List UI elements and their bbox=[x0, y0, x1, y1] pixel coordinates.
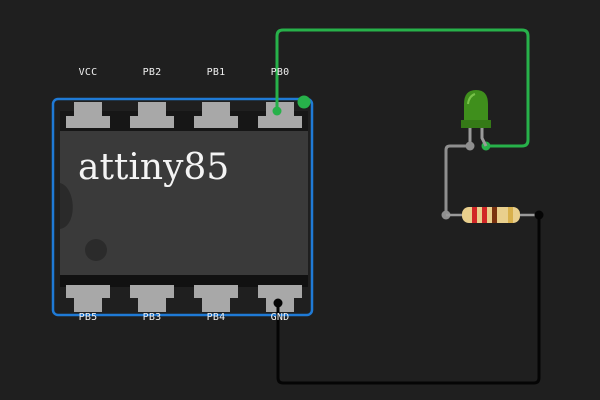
wire-led-to-resistor[interactable] bbox=[444, 144, 470, 215]
pin-pb2[interactable] bbox=[130, 102, 174, 128]
pin-label-pb1: PB1 bbox=[206, 67, 226, 78]
resistor-band-1 bbox=[472, 207, 477, 223]
resistor-band-2 bbox=[482, 207, 487, 223]
pin-label-vcc: VCC bbox=[78, 67, 98, 78]
led-highlight bbox=[467, 93, 476, 105]
chip-top-edge bbox=[60, 111, 308, 131]
pin-pb0[interactable] bbox=[258, 102, 302, 128]
pin-pb1[interactable] bbox=[194, 102, 238, 128]
led-anode-leg bbox=[480, 128, 488, 147]
chip-name-label: attiny85 bbox=[78, 147, 230, 188]
green-led[interactable] bbox=[461, 90, 491, 147]
pin-label-pb2: PB2 bbox=[142, 67, 162, 78]
chip-notch bbox=[60, 183, 73, 229]
wire-endpoint-resistor-right[interactable] bbox=[534, 210, 544, 220]
pin-label-pb3: PB3 bbox=[142, 312, 162, 323]
wire-resistor-to-gnd[interactable] bbox=[276, 215, 541, 385]
pin-pb4[interactable] bbox=[194, 285, 238, 312]
wire-endpoint-gnd[interactable] bbox=[273, 298, 283, 308]
wire-endpoint-pb0[interactable] bbox=[272, 106, 282, 116]
pin-label-gnd: GND bbox=[270, 312, 290, 323]
pin-pb3[interactable] bbox=[130, 285, 174, 312]
chip-bottom-edge bbox=[60, 275, 308, 287]
wire-pb0-to-led[interactable] bbox=[275, 28, 530, 148]
resistor-band-3 bbox=[492, 207, 497, 223]
pin-vcc[interactable] bbox=[66, 102, 110, 128]
pin-label-pb5: PB5 bbox=[78, 312, 98, 323]
selection-outline[interactable] bbox=[51, 97, 314, 317]
attiny85-chip[interactable] bbox=[60, 102, 308, 312]
pin-gnd[interactable] bbox=[258, 285, 302, 312]
resistor-band-4 bbox=[508, 207, 513, 223]
pin-label-pb4: PB4 bbox=[206, 312, 226, 323]
wire-endpoint-led-cathode[interactable] bbox=[465, 141, 475, 151]
pin-pb5[interactable] bbox=[66, 285, 110, 312]
pin-label-pb0: PB0 bbox=[270, 67, 290, 78]
pin1-dot bbox=[85, 239, 107, 261]
selection-handle[interactable] bbox=[297, 95, 311, 109]
led-rim bbox=[461, 120, 491, 128]
led-body[interactable] bbox=[464, 90, 488, 120]
